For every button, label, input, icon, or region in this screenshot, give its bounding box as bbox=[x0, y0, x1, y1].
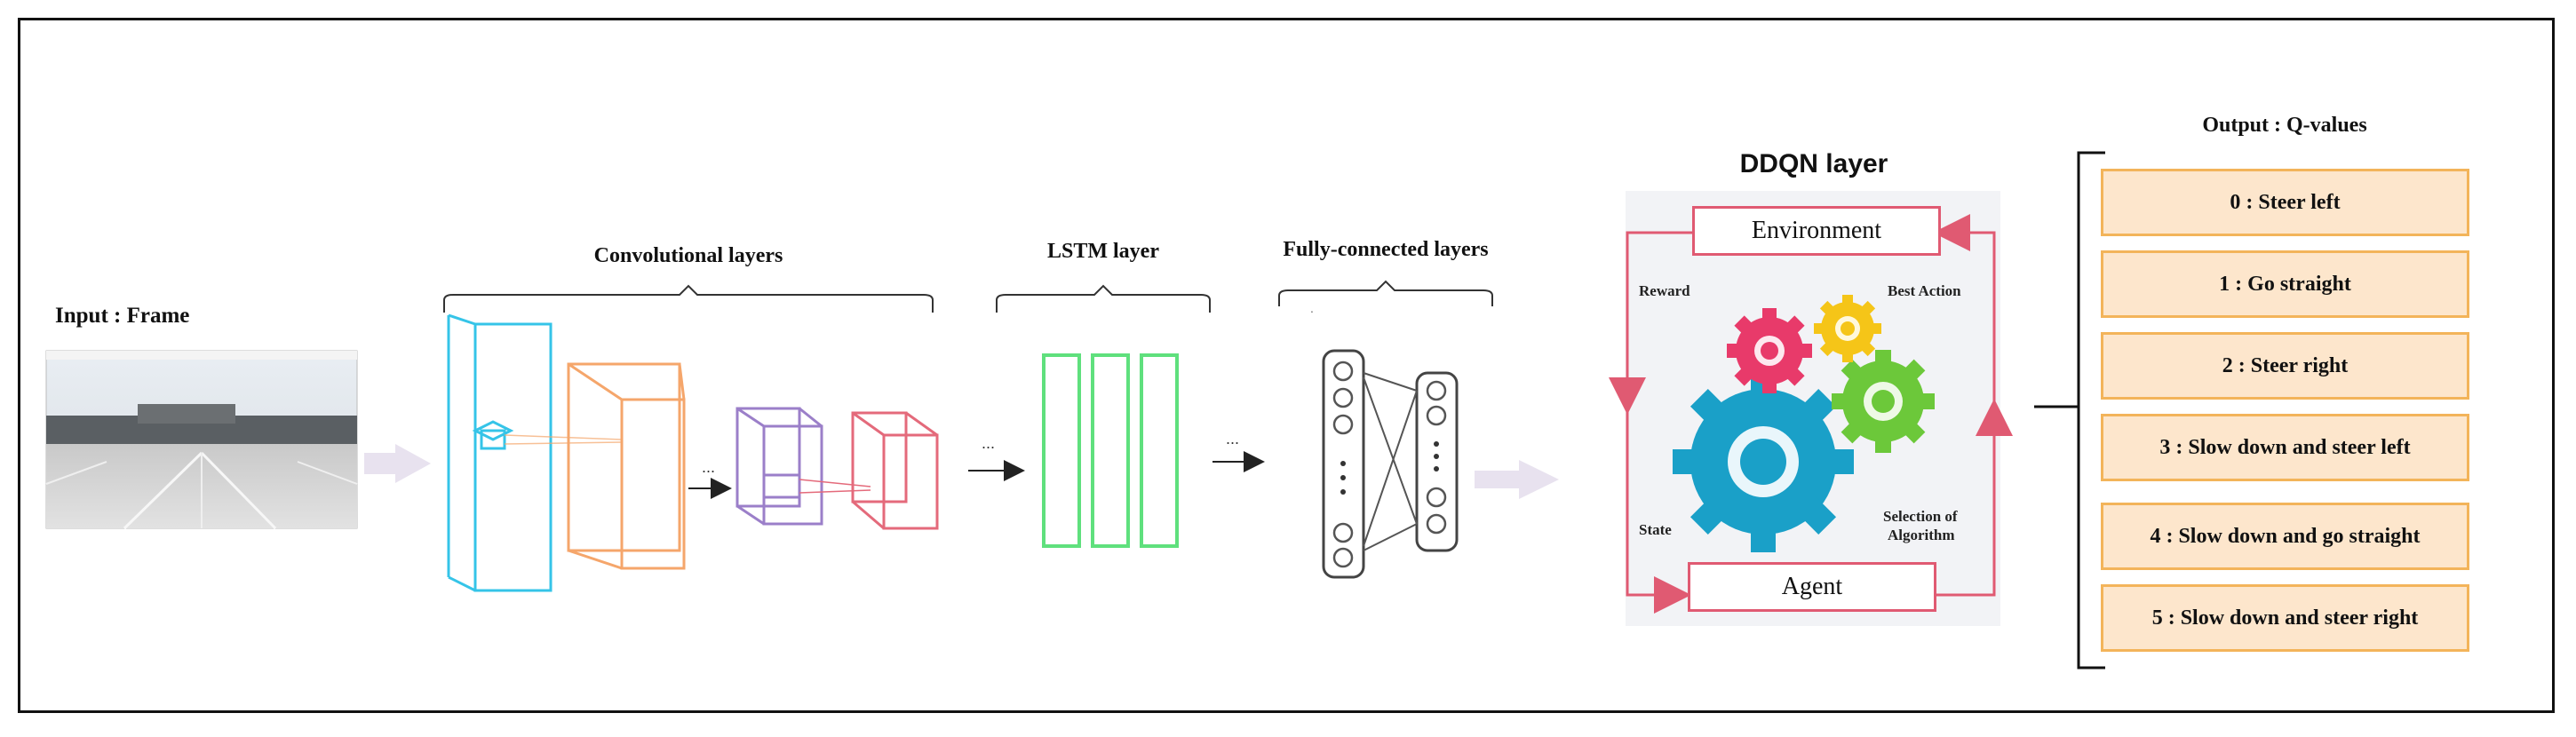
reward-label: Reward bbox=[1639, 282, 1690, 299]
conv-block-4 bbox=[851, 411, 939, 530]
lstm-brace bbox=[996, 284, 1211, 313]
q-value-2: 2 : Steer right bbox=[2101, 332, 2469, 400]
best-action-label: Best Action bbox=[1888, 282, 1961, 299]
conv-block-3 bbox=[735, 407, 823, 526]
lstm-cell-2 bbox=[1091, 353, 1130, 548]
selection-label-line2: Algorithm bbox=[1888, 527, 1955, 543]
fc-brace bbox=[1278, 280, 1493, 306]
environment-box: Environment bbox=[1692, 206, 1941, 256]
state-label: State bbox=[1639, 521, 1672, 538]
input-flow-arrow bbox=[364, 444, 431, 483]
figure-frame bbox=[18, 18, 2555, 713]
q-value-4: 4 : Slow down and go straight bbox=[2101, 503, 2469, 570]
gear-yellow-icon bbox=[1814, 295, 1881, 362]
fc-network bbox=[1322, 349, 1459, 579]
q-value-1: 1 : Go straight bbox=[2101, 250, 2469, 318]
input-label: Input : Frame bbox=[55, 304, 190, 328]
output-title: Output : Q-values bbox=[2202, 114, 2367, 137]
gear-pink-icon bbox=[1727, 308, 1812, 393]
input-frame-image bbox=[45, 350, 358, 530]
selection-label-line1: Selection of bbox=[1883, 508, 1958, 525]
ddqn-title: DDQN layer bbox=[1739, 149, 1888, 178]
gear-green-icon bbox=[1832, 350, 1935, 453]
q-value-0: 0 : Steer left bbox=[2101, 169, 2469, 236]
lstm-cell-3 bbox=[1140, 353, 1179, 548]
conv-block-1 bbox=[447, 313, 553, 592]
fc-ellipsis: ... bbox=[1226, 430, 1239, 448]
lstm-cell-1 bbox=[1042, 353, 1081, 548]
q-value-5: 5 : Slow down and steer right bbox=[2101, 584, 2469, 652]
q-value-3: 3 : Slow down and steer left bbox=[2101, 414, 2469, 481]
lstm-ellipsis: ... bbox=[982, 434, 995, 452]
ddqn-cycle-arrows bbox=[1609, 214, 2013, 614]
svg-text:.: . bbox=[1310, 301, 1314, 315]
conv-brace bbox=[443, 284, 934, 313]
conv-label: Convolutional layers bbox=[593, 244, 783, 267]
conv-ellipsis-1: ... bbox=[702, 458, 715, 476]
output-bracket bbox=[2034, 151, 2105, 670]
fc-flow-arrow bbox=[1475, 460, 1559, 499]
conv-block-2 bbox=[567, 362, 686, 570]
gear-blue-icon bbox=[1673, 371, 1854, 552]
fc-label: Fully-connected layers bbox=[1283, 238, 1489, 261]
lstm-cells bbox=[1042, 353, 1179, 548]
agent-box: Agent bbox=[1688, 562, 1936, 612]
lstm-label: LSTM layer bbox=[1047, 240, 1159, 263]
